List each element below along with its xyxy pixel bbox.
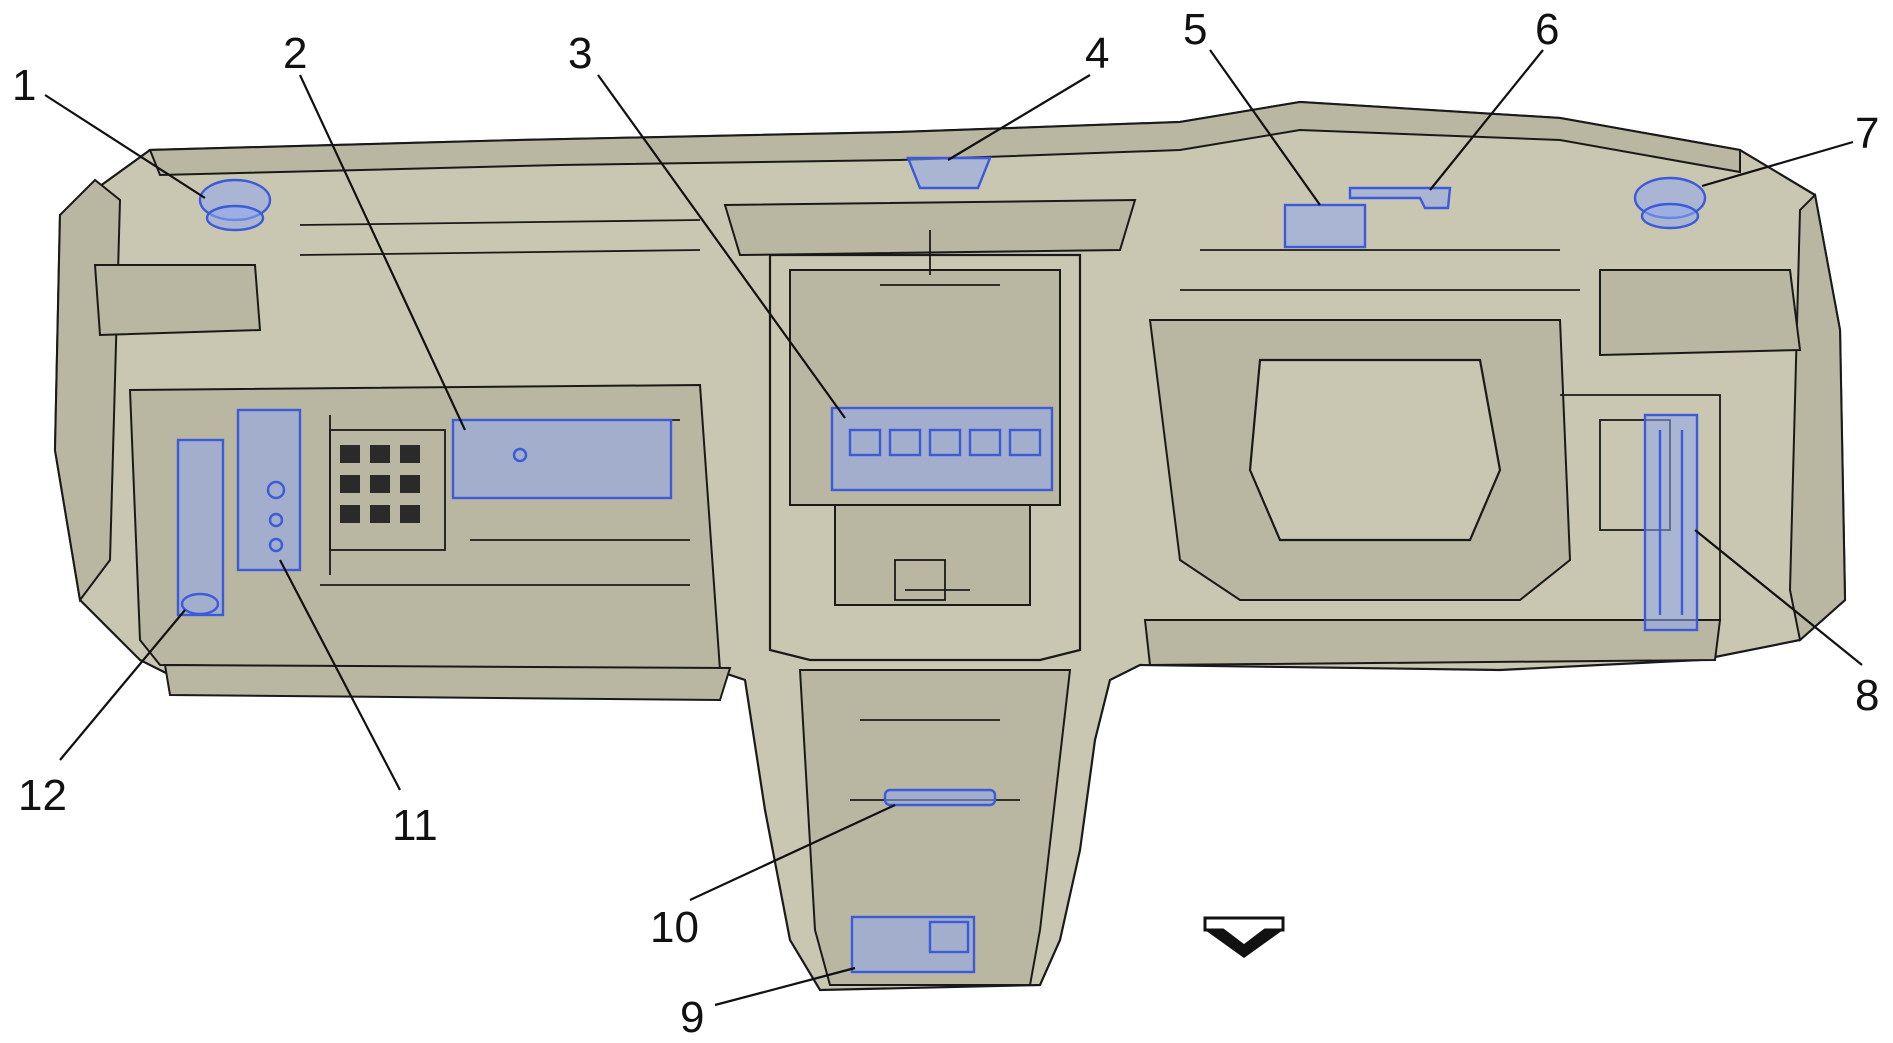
component-8-module: [1643, 413, 1699, 632]
leader-7: [1701, 140, 1854, 188]
component-2-module: [451, 418, 673, 500]
leader-11: [279, 559, 401, 791]
callout-labels: 1 2 3 4 5 6 7 8 9 10 11 12: [12, 5, 1879, 1042]
callout-11: 11: [392, 801, 438, 850]
leader-1: [44, 94, 206, 199]
component-1-left-speaker: [198, 178, 272, 232]
callout-4: 4: [1085, 29, 1109, 78]
leader-4: [947, 74, 1091, 161]
forward-direction-arrow-icon: [1203, 916, 1285, 958]
leader-10: [689, 804, 896, 901]
component-5-module: [1283, 203, 1367, 249]
callout-3: 3: [568, 29, 592, 78]
component-7-right-speaker: [1633, 176, 1707, 230]
callout-5: 5: [1183, 5, 1207, 54]
callout-7: 7: [1855, 109, 1879, 158]
highlighted-components: [176, 156, 1707, 974]
component-11-module: [236, 408, 302, 572]
instrument-panel-body: [53, 100, 1847, 992]
component-9-module: [850, 915, 976, 974]
leader-6: [1429, 49, 1544, 191]
component-3-switch-panel: [830, 406, 1054, 492]
leader-lines: [44, 49, 1863, 1007]
callout-6: 6: [1535, 5, 1559, 54]
leader-12: [59, 609, 186, 761]
callout-8: 8: [1855, 671, 1879, 720]
leader-2: [299, 74, 466, 431]
leader-9: [714, 966, 856, 1007]
callout-1: 1: [12, 61, 36, 110]
callout-2: 2: [283, 29, 307, 78]
component-6-bracket: [1348, 186, 1452, 210]
component-12-module: [176, 438, 225, 617]
component-10-antenna: [883, 788, 997, 807]
callout-10: 10: [650, 903, 699, 952]
leader-5: [1209, 49, 1321, 206]
callout-9: 9: [680, 993, 704, 1042]
leader-8: [1694, 529, 1863, 666]
callout-12: 12: [18, 771, 67, 820]
leader-3: [597, 74, 846, 419]
component-4-sensor: [906, 156, 992, 190]
